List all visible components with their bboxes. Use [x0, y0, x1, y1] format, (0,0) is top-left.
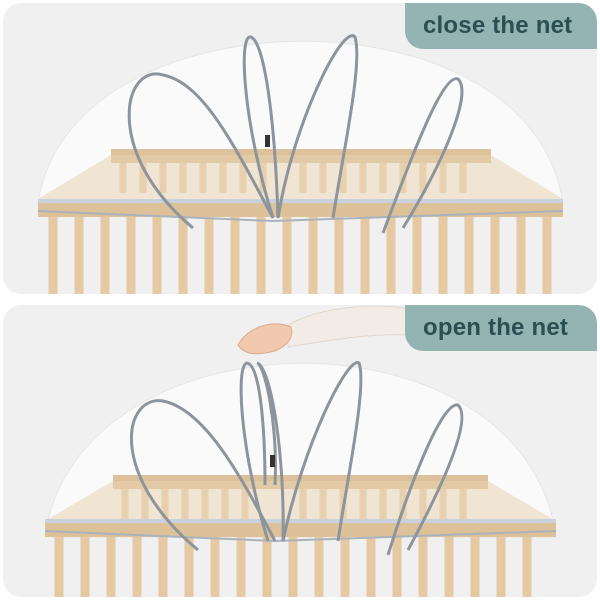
close-net-panel: close the net	[3, 3, 597, 294]
crib-net-closed-image	[37, 34, 564, 294]
arm-icon	[287, 305, 409, 348]
crib-net-open-image	[44, 305, 557, 597]
zipper-pull-icon	[265, 135, 270, 147]
zipper-pull-icon	[270, 455, 275, 467]
hand-icon	[237, 323, 293, 355]
open-net-label: open the net	[405, 305, 597, 351]
close-net-label: close the net	[405, 3, 597, 49]
open-net-panel: open the net	[3, 305, 597, 597]
